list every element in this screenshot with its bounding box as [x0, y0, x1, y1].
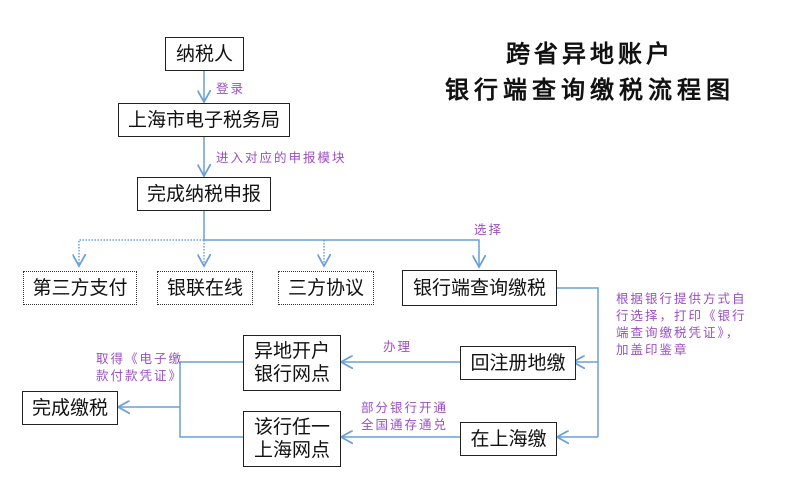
label-bank-note: 根据银行提供方式自 行选择，打印《银行 端查询缴税凭证》， 加盖印鉴章 [616, 290, 747, 358]
bank-note-line4: 加盖印鉴章 [616, 342, 689, 357]
node-any-sh-branch: 该行任一 上海网点 [243, 411, 341, 467]
label-login: 登录 [216, 81, 246, 96]
line-bank-query-right [557, 287, 599, 437]
any-branch-line2: 上海网点 [253, 439, 330, 461]
bank-note-line3: 端查询缴税凭证》， [616, 325, 741, 340]
node-pay-in-shanghai: 在上海缴 [460, 422, 557, 456]
bank-note-line1: 根据银行提供方式自 [616, 291, 747, 306]
remote-branch-line1: 异地开户 [253, 340, 330, 363]
node-third-party-payment: 第三方支付 [23, 271, 137, 305]
remote-branch-line2: 银行网点 [253, 363, 330, 385]
label-select: 选择 [474, 222, 504, 237]
obtain-voucher-line1: 取得《电子缴 [96, 351, 184, 366]
bank-note-line2: 行选择，打印《银行 [616, 308, 747, 323]
arrow-to-bank-query [204, 239, 479, 267]
any-branch-line1: 该行任一 [253, 416, 330, 439]
node-unionpay-online: 银联在线 [157, 271, 253, 305]
line-remote-branch-left [179, 361, 243, 438]
node-bank-query-payment: 银行端查询缴税 [402, 270, 557, 306]
node-sh-tax-bureau: 上海市电子税务局 [118, 103, 290, 137]
obtain-voucher-line2: 款付款凭证》 [96, 368, 184, 383]
node-taxpayer: 纳税人 [165, 37, 244, 71]
some-banks-line2: 全国通存通兑 [361, 417, 449, 432]
label-some-banks: 部分银行开通 全国通存通兑 [361, 399, 448, 433]
node-return-registered-place: 回注册地缴 [460, 346, 576, 380]
node-complete-declaration: 完成纳税申报 [137, 177, 271, 211]
label-obtain-voucher: 取得《电子缴 款付款凭证》 [96, 350, 183, 384]
diagram-title-line2: 银行端查询缴税流程图 [445, 75, 735, 104]
arrow-to-third-party [79, 239, 204, 266]
some-banks-line1: 部分银行开通 [361, 400, 449, 415]
node-remote-bank-branch: 异地开户 银行网点 [243, 335, 341, 391]
label-enter-module: 进入对应的申报模块 [216, 150, 347, 165]
node-complete-payment: 完成缴税 [22, 391, 118, 425]
node-tripartite-agreement: 三方协议 [278, 271, 374, 305]
label-handle: 办理 [383, 339, 413, 354]
diagram-title-line1: 跨省异地账户 [506, 39, 674, 68]
